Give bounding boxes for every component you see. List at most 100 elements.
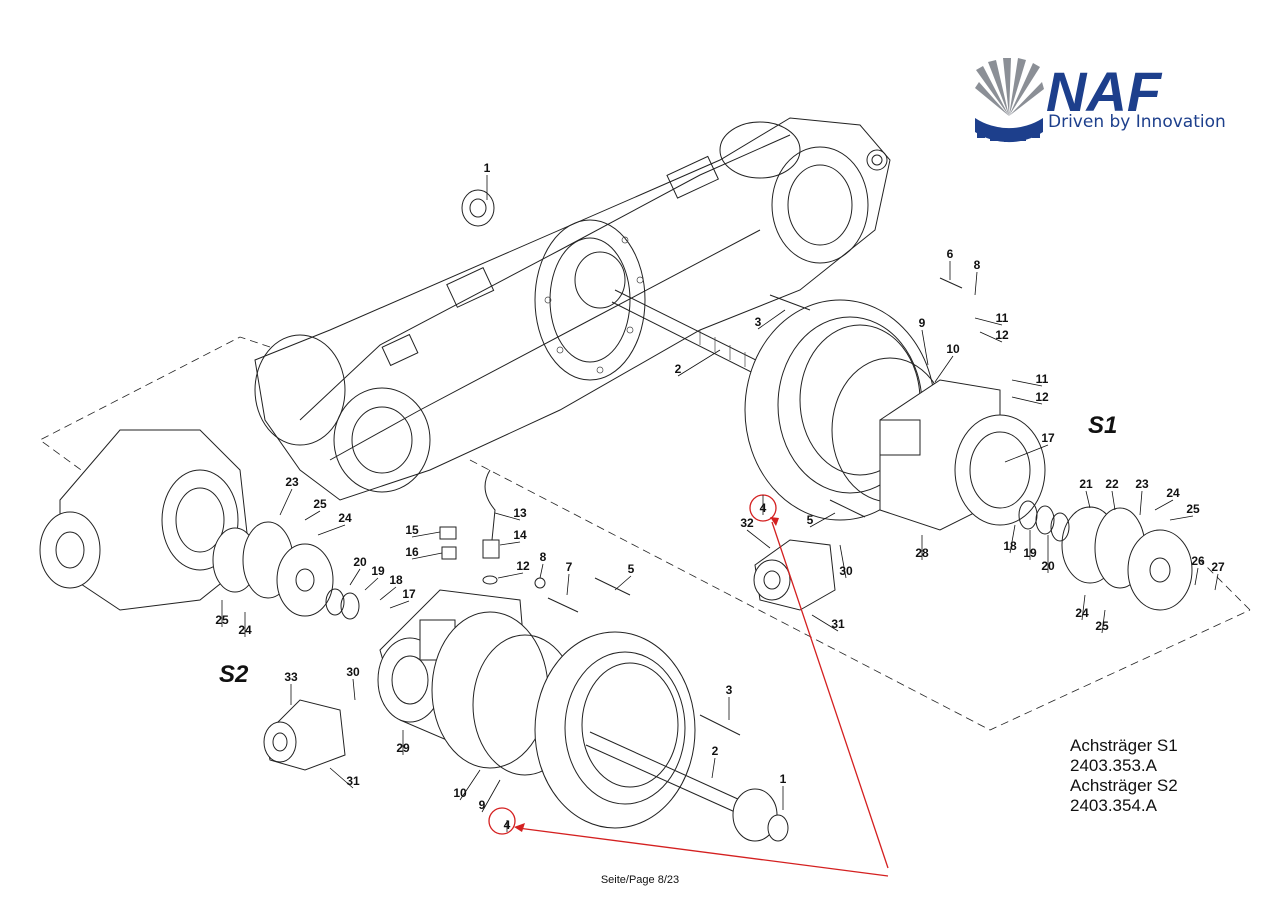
leader-c20b bbox=[349, 568, 361, 586]
leader-c22 bbox=[1111, 490, 1116, 511]
leader-c3a bbox=[757, 309, 786, 330]
leader-c11a bbox=[974, 317, 1003, 326]
naf-logo: NAF Driven by Innovation bbox=[975, 58, 1226, 143]
callout-c4b: 4 bbox=[504, 818, 511, 832]
callout-c9b: 9 bbox=[479, 798, 486, 812]
callout-c23a: 23 bbox=[1135, 477, 1149, 491]
leader-c30a bbox=[839, 544, 847, 579]
callout-c31b: 31 bbox=[346, 774, 360, 788]
callout-c26: 26 bbox=[1191, 554, 1205, 568]
leader-c5a bbox=[809, 512, 836, 528]
leader-c19b bbox=[364, 577, 379, 591]
callout-c19a: 19 bbox=[1023, 546, 1037, 560]
callout-c19b: 19 bbox=[371, 564, 385, 578]
leader-c2b bbox=[711, 757, 716, 779]
leader-c17b bbox=[389, 600, 410, 609]
callout-c12b: 12 bbox=[1035, 390, 1049, 404]
callout-c30a: 30 bbox=[839, 564, 853, 578]
leader-c31b bbox=[329, 767, 354, 789]
leader-c10a bbox=[934, 355, 954, 383]
leader-c25a bbox=[1169, 515, 1194, 521]
leader-c9a bbox=[921, 329, 929, 366]
leader-c25b bbox=[1101, 609, 1106, 634]
leader-c31a bbox=[811, 614, 839, 632]
callout-c20b: 20 bbox=[353, 555, 367, 569]
callout-c23b: 23 bbox=[285, 475, 299, 489]
leader-c18b bbox=[379, 586, 397, 601]
callout-c18b: 18 bbox=[389, 573, 403, 587]
callout-c25c: 25 bbox=[313, 497, 327, 511]
leader-c25c bbox=[304, 510, 321, 521]
leader-c16 bbox=[411, 552, 443, 560]
logo-wordmark: NAF bbox=[1046, 60, 1163, 123]
callout-c21: 21 bbox=[1079, 477, 1093, 491]
callout-c18a: 18 bbox=[1003, 539, 1017, 553]
callout-c31a: 31 bbox=[831, 617, 845, 631]
callout-c6: 6 bbox=[947, 247, 954, 261]
callout-c25b: 25 bbox=[1095, 619, 1109, 633]
callout-c10a: 10 bbox=[946, 342, 960, 356]
leader-c7 bbox=[566, 573, 570, 596]
callout-c8a: 8 bbox=[974, 258, 981, 272]
callout-c17a: 17 bbox=[1041, 431, 1055, 445]
callout-c3a: 3 bbox=[755, 315, 762, 329]
s2-hydraulic-pump bbox=[263, 699, 346, 771]
callout-c10b: 10 bbox=[453, 786, 467, 800]
leader-c23a bbox=[1139, 490, 1143, 516]
leader-c2a bbox=[677, 349, 721, 377]
callout-c20a: 20 bbox=[1041, 559, 1055, 573]
part-info-line-2: 2403.353.A bbox=[1070, 756, 1157, 775]
leader-c12b bbox=[1011, 396, 1043, 405]
s2-drive-shaft bbox=[585, 731, 789, 842]
section-label-s1: S1 bbox=[1088, 412, 1117, 439]
leader-c14 bbox=[499, 541, 521, 546]
s1-hydraulic-pump bbox=[753, 539, 836, 611]
leader-c24c bbox=[317, 524, 346, 536]
section-label-s2: S2 bbox=[219, 661, 249, 688]
callout-c25d: 25 bbox=[215, 613, 229, 627]
differential-housing bbox=[39, 429, 251, 611]
leader-c9b bbox=[481, 779, 501, 813]
callout-c1b: 1 bbox=[780, 772, 787, 786]
callout-c7: 7 bbox=[566, 560, 573, 574]
leader-c24b bbox=[1081, 594, 1086, 621]
callout-c2b: 2 bbox=[712, 744, 719, 758]
callout-c2a: 2 bbox=[675, 362, 682, 376]
callout-c5b: 5 bbox=[628, 562, 635, 576]
callout-c8b: 8 bbox=[540, 550, 547, 564]
s1-bolts bbox=[769, 277, 963, 518]
callout-c17b: 17 bbox=[402, 587, 416, 601]
callout-c15: 15 bbox=[405, 523, 419, 537]
leader-c27 bbox=[1214, 573, 1219, 591]
callout-c27: 27 bbox=[1211, 560, 1225, 574]
leader-c15 bbox=[411, 531, 441, 538]
page-number: Seite/Page 8/23 bbox=[600, 874, 680, 886]
leader-c12c bbox=[497, 572, 524, 579]
part-info-line-3: Achsträger S2 bbox=[1070, 776, 1178, 795]
page-footer: Seite/Page 8/23 bbox=[0, 874, 1280, 886]
axle-carrier-housing bbox=[254, 117, 891, 501]
callout-c24b: 24 bbox=[1075, 606, 1089, 620]
callout-c28: 28 bbox=[915, 546, 929, 560]
callout-c30b: 30 bbox=[346, 665, 360, 679]
callout-c33: 33 bbox=[284, 670, 298, 684]
callout-c4a: 4 bbox=[760, 501, 767, 515]
leader-c13 bbox=[494, 512, 521, 521]
leader-c17a bbox=[1004, 444, 1049, 463]
callout-c24c: 24 bbox=[338, 511, 352, 525]
naf-gear-fan-icon bbox=[975, 58, 1044, 143]
part-info-line-1: Achsträger S1 bbox=[1070, 736, 1178, 755]
callout-c5a: 5 bbox=[807, 513, 814, 527]
s2-coupling-assembly bbox=[212, 521, 360, 620]
leader-c11b bbox=[1011, 379, 1043, 387]
callout-c13: 13 bbox=[513, 506, 527, 520]
logo-tagline: Driven by Innovation bbox=[1048, 112, 1226, 132]
callout-c14: 14 bbox=[513, 528, 527, 542]
callout-c22: 22 bbox=[1105, 477, 1119, 491]
s2-wheel-hub-ring bbox=[431, 611, 696, 829]
leader-c8b bbox=[539, 563, 544, 579]
callout-c11a: 11 bbox=[996, 311, 1009, 325]
callout-c29: 29 bbox=[396, 741, 410, 755]
